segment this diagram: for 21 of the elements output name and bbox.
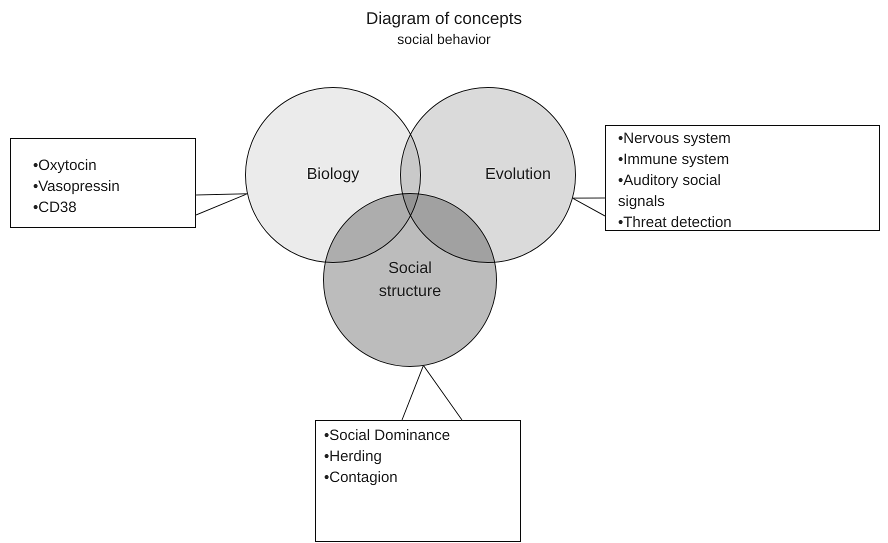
- bullet-item: •Social Dominance: [324, 426, 452, 446]
- bullet-item: •Threat detection: [618, 213, 733, 233]
- bullet-item: •CD38: [33, 198, 78, 218]
- bullet-item: •Auditory social signals: [618, 171, 722, 212]
- callout-pointer: [402, 364, 462, 420]
- bullet-item: •Nervous system: [618, 129, 732, 149]
- bullet-item: •Vasopressin: [33, 177, 121, 197]
- diagram-title: Diagram of concepts: [365, 9, 523, 29]
- circle-label: Biology: [306, 165, 360, 186]
- diagram-subtitle: social behavior: [396, 31, 492, 47]
- callout-box: [315, 420, 521, 542]
- bullet-item: •Oxytocin: [33, 156, 98, 176]
- bullet-item: •Herding: [324, 447, 383, 467]
- bullet-item: •Immune system: [618, 150, 730, 170]
- callout-box: [605, 125, 880, 231]
- callout-pointer: [572, 198, 606, 216]
- bullet-item: •Contagion: [324, 468, 399, 488]
- circle-label: Evolution: [484, 165, 552, 186]
- callout-box: [10, 138, 196, 228]
- circle-label: Social structure: [378, 258, 442, 302]
- callout-pointer: [196, 193, 248, 216]
